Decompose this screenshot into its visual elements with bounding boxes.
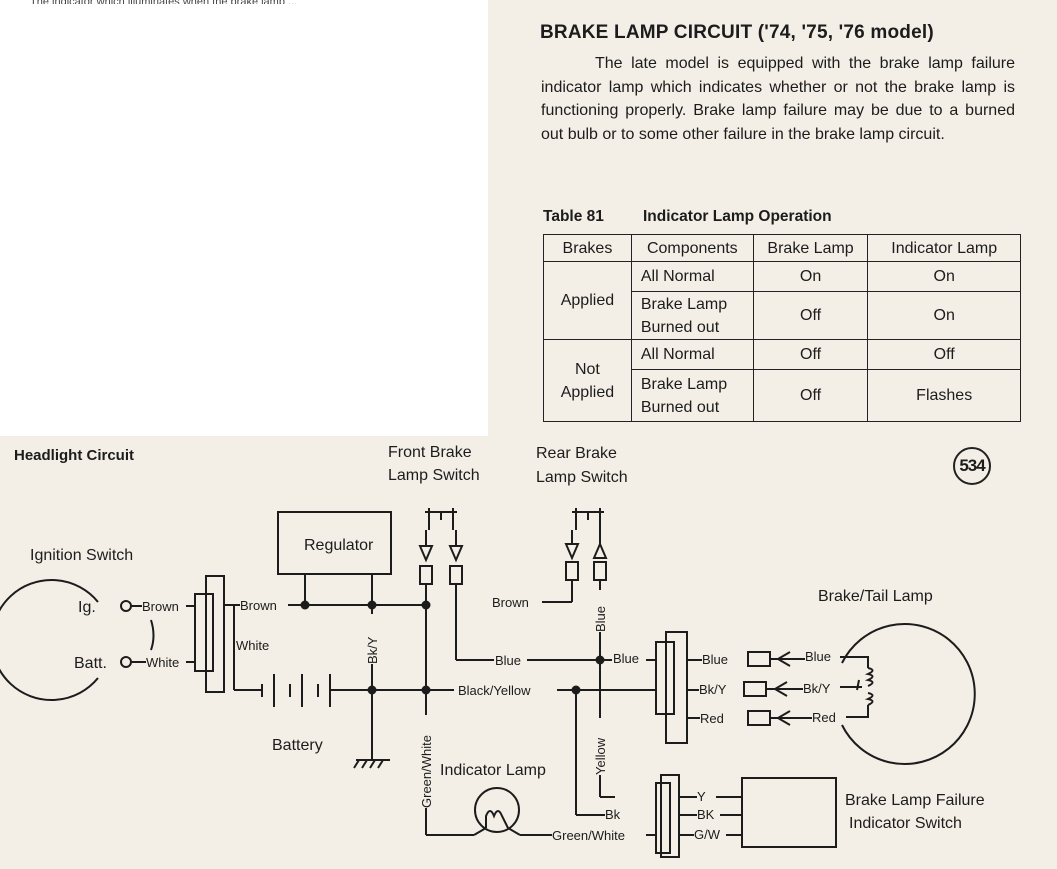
wire-label: Blue — [702, 652, 728, 667]
ignition-contact — [150, 619, 155, 651]
wire-label: BK — [697, 807, 715, 822]
ig-terminal — [120, 600, 132, 612]
table-row: Brake Lamp Burned out Off On — [544, 291, 1021, 340]
ignition-switch-label: Ignition Switch — [30, 547, 133, 564]
table-caption: Table 81 Indicator Lamp Operation — [543, 208, 832, 226]
brakes-cell: Applied — [543, 261, 632, 340]
connector-right — [665, 631, 688, 744]
table-header-row: Brakes Components Brake Lamp Indicator L… — [543, 234, 1021, 262]
tail-filament — [864, 692, 874, 706]
blank-region — [0, 0, 488, 436]
brake-tail-lamp-label: Brake/Tail Lamp — [818, 588, 933, 605]
failure-switch-label: Indicator Switch — [849, 815, 962, 832]
indicator-cell: Flashes — [867, 369, 1021, 422]
component-cell: All Normal — [630, 339, 754, 370]
regulator-label: Regulator — [304, 537, 374, 554]
wire-label: Brown — [492, 595, 529, 610]
header-brake-lamp: Brake Lamp — [752, 234, 869, 262]
wire-label: Green/White — [552, 828, 625, 843]
indicator-cell: On — [867, 261, 1021, 292]
indicator-table: Brakes Components Brake Lamp Indicator L… — [543, 234, 1021, 422]
brake-lamp-cell: Off — [752, 291, 869, 340]
front-brake-switch-label: Lamp Switch — [388, 467, 480, 484]
header-indicator-lamp: Indicator Lamp — [867, 234, 1021, 262]
indicator-lamp-label: Indicator Lamp — [440, 762, 546, 779]
description-paragraph: The late model is equipped with the brak… — [541, 55, 1015, 143]
connector-left — [194, 593, 214, 672]
brake-lamp-cell: On — [752, 261, 869, 292]
rear-brake-switch-label: Lamp Switch — [536, 469, 628, 486]
batt-terminal — [120, 656, 132, 668]
wire-label-vertical: Bk/Y — [365, 636, 380, 664]
wire-label: G/W — [694, 827, 721, 842]
component-cell: Brake Lamp Burned out — [630, 291, 754, 340]
indicator-lamp-filament — [485, 810, 509, 829]
wire-label: White — [236, 638, 269, 653]
regulator-box — [277, 511, 392, 575]
table-row: Brake Lamp Burned out Off Flashes — [544, 369, 1021, 422]
wire-label: White — [146, 655, 179, 670]
indicator-lamp-bulb — [474, 787, 520, 833]
wire-label: Blue — [495, 653, 521, 668]
table-number: Table 81 — [543, 208, 604, 225]
failure-switch-box — [741, 777, 837, 848]
brake-lamp-cell: Off — [752, 369, 869, 422]
wire-label: Bk/Y — [803, 681, 831, 696]
wire-label-vertical: Yellow — [593, 737, 608, 775]
wire-label: Y — [697, 789, 706, 804]
wire-label-vertical: Green/White — [419, 735, 434, 808]
battery-label: Battery — [272, 737, 323, 754]
wire-label: Bk/Y — [699, 682, 727, 697]
brake-lamp-cell: Off — [752, 339, 869, 370]
wire-label: Red — [700, 711, 724, 726]
wire-label: Brown — [142, 599, 179, 614]
brake-filament — [864, 667, 874, 687]
brakes-cell: Not Applied — [543, 339, 632, 422]
front-brake-switch-label: Front Brake — [388, 444, 472, 461]
indicator-cell: On — [867, 291, 1021, 340]
component-cell: Brake Lamp Burned out — [630, 369, 754, 422]
wire-label: Blue — [805, 649, 831, 664]
table-row: Applied All Normal On On — [543, 261, 1021, 340]
wire-label: Red — [812, 710, 836, 725]
wire-label: Black/Yellow — [458, 683, 531, 698]
wire-label-vertical: Blue — [593, 606, 608, 632]
connector-left-outer — [205, 575, 225, 693]
wire-label: Blue — [613, 651, 639, 666]
table-title: Indicator Lamp Operation — [643, 208, 832, 225]
ig-label: Ig. — [78, 599, 96, 616]
rear-brake-switch-label: Rear Brake — [536, 445, 617, 462]
batt-label: Batt. — [74, 655, 107, 672]
wire-label: Brown — [240, 598, 277, 613]
header-brakes: Brakes — [543, 234, 632, 262]
page-number-badge: 534 — [953, 447, 991, 485]
section-heading: BRAKE LAMP CIRCUIT ('74, '75, '76 model) — [540, 22, 934, 43]
wire-label: Bk — [605, 807, 621, 822]
brake-tail-lamp-housing — [841, 623, 976, 765]
clipped-text-line: The indicator which illuminates when the… — [30, 0, 470, 4]
headlight-circuit-label: Headlight Circuit — [14, 447, 134, 464]
failure-switch-label: Brake Lamp Failure — [845, 792, 985, 809]
ignition-switch-arc — [0, 579, 99, 701]
